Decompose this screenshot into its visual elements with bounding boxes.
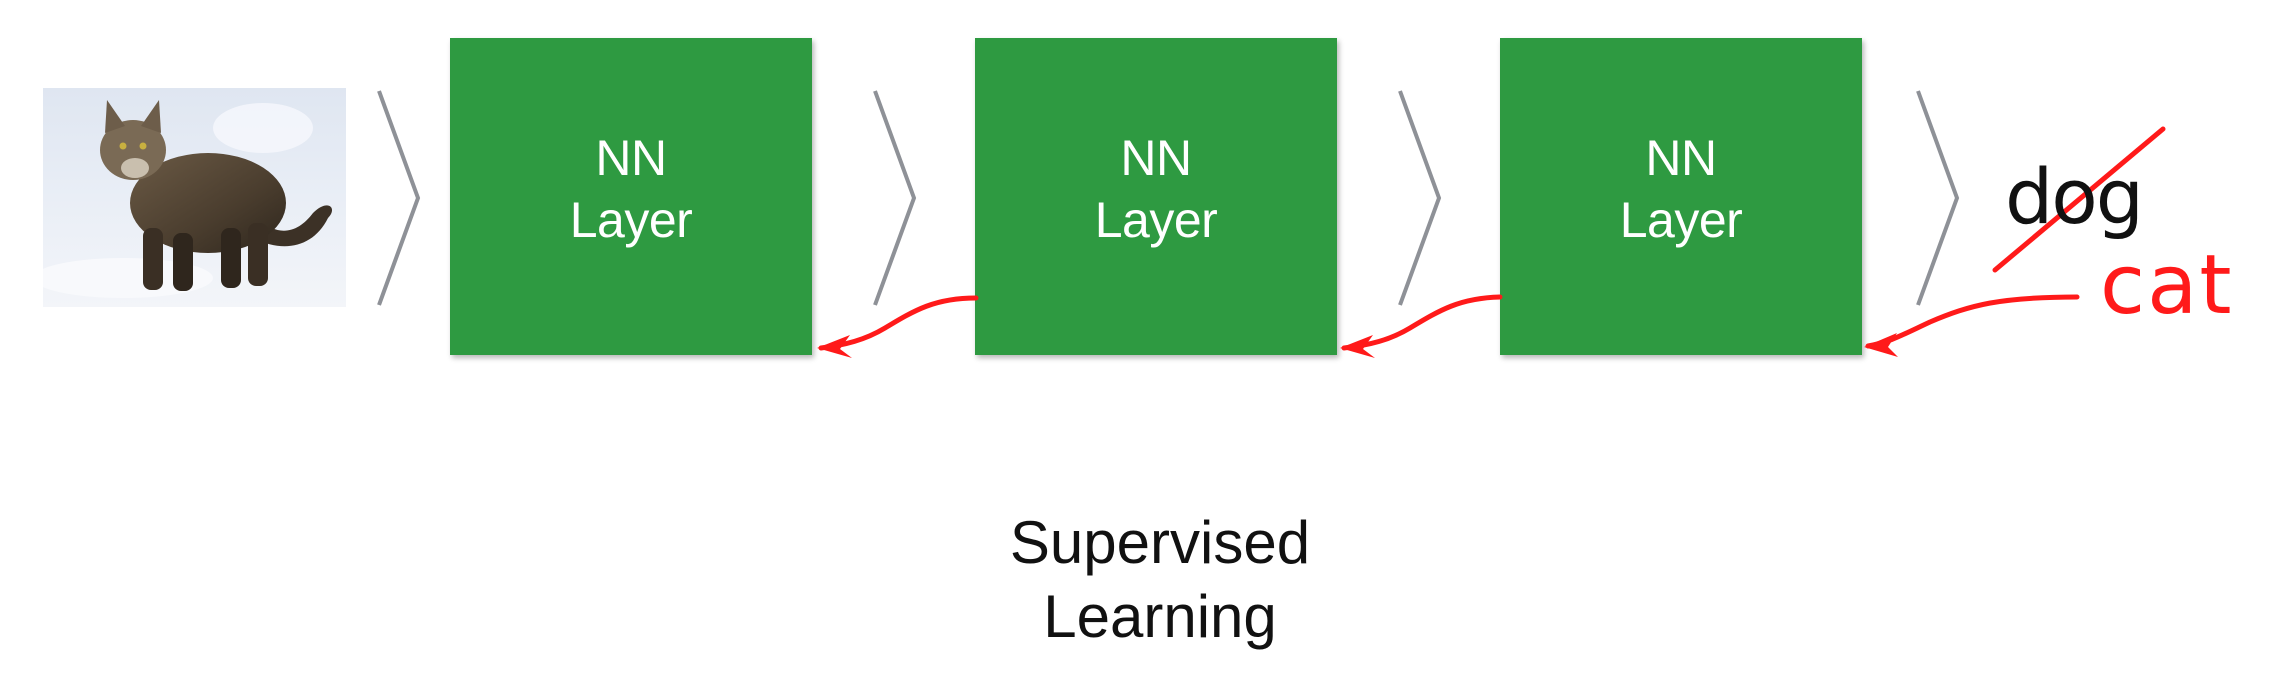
nn-layer-box-3: NN Layer bbox=[1500, 38, 1862, 355]
layer-label-line2: Layer bbox=[1619, 191, 1743, 248]
forward-chevron-icon bbox=[1398, 90, 1442, 306]
backprop-arrow-icon bbox=[1341, 294, 1503, 351]
layer-label-line1: NN bbox=[1120, 129, 1192, 186]
forward-chevron-icon bbox=[873, 90, 917, 306]
caption-line2: Learning bbox=[1043, 583, 1277, 650]
nn-layer-box-2: NN Layer bbox=[975, 38, 1337, 355]
arrowhead-icon bbox=[1340, 335, 1375, 358]
input-cat-image bbox=[43, 88, 346, 307]
layer-label-line1: NN bbox=[595, 129, 667, 186]
forward-chevron-icon bbox=[1916, 90, 1960, 306]
arrowhead-icon bbox=[1864, 333, 1898, 357]
layer-label-line1: NN bbox=[1645, 129, 1717, 186]
diagram-caption: Supervised Learning bbox=[900, 506, 1420, 654]
arrowhead-icon bbox=[817, 335, 852, 358]
nn-layer-box-1: NN Layer bbox=[450, 38, 812, 355]
correct-label: cat bbox=[2100, 238, 2234, 333]
layer-label-line2: Layer bbox=[1094, 191, 1218, 248]
forward-chevron-icon bbox=[377, 90, 421, 306]
strikethrough-line bbox=[1992, 126, 2166, 273]
predicted-label: dog bbox=[2005, 152, 2144, 241]
cat-photo-icon bbox=[43, 88, 346, 307]
layer-label-line2: Layer bbox=[569, 191, 693, 248]
backprop-arrow-icon bbox=[1865, 294, 2080, 349]
caption-line1: Supervised bbox=[1009, 509, 1311, 576]
